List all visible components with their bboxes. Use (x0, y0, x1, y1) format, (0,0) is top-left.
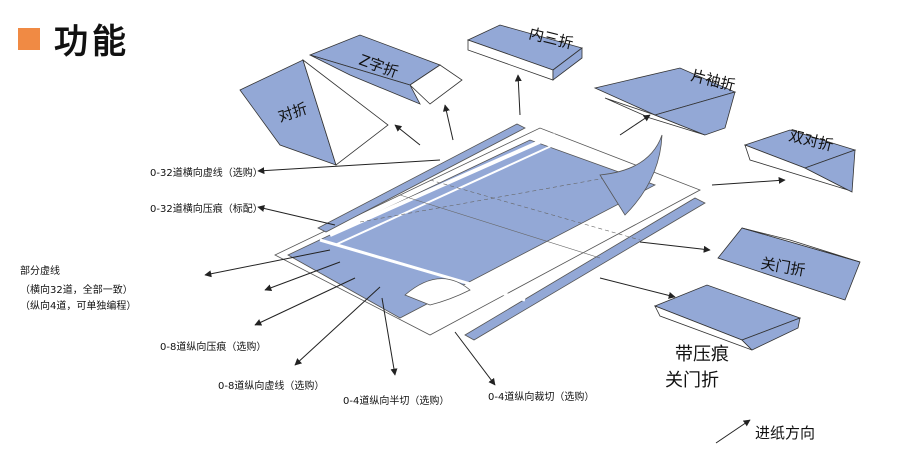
fold-sleeve (593, 67, 737, 136)
label-partial-dashed: 部分虚线 (20, 264, 60, 277)
fold-creased-gate (653, 284, 802, 351)
fold-inner-tri (466, 24, 583, 81)
label-longitudinal-crease: 0-8道纵向压痕（选购） (160, 340, 266, 353)
main-sheet (274, 123, 706, 341)
arrows (204, 74, 786, 444)
label-transverse-crease: 0-32道横向压痕（标配） (150, 202, 263, 215)
fold-half (239, 58, 389, 166)
label-partial-dashed-transverse: （横向32道，全部一致） (20, 283, 133, 296)
label-longitudinal-dashed: 0-8道纵向虚线（选购） (218, 379, 324, 392)
label-partial-dashed-longitudinal: （纵向4道，可单独编程） (20, 299, 136, 312)
label-longitudinal-slit: 0-4道纵向裁切（选购） (488, 390, 594, 403)
fold-gate (717, 227, 861, 301)
fold-double-half (743, 129, 857, 193)
title-bullet-square (18, 27, 40, 50)
label-creased-gate-fold-line2: 关门折 (665, 370, 719, 391)
label-half-cut: 0-4道纵向半切（选购） (343, 394, 449, 407)
page-title: 功能 (54, 22, 130, 62)
title-block: 功能 (18, 14, 130, 63)
label-feed-direction: 进纸方向 (755, 424, 815, 442)
label-creased-gate-fold-line1: 带压痕 (675, 344, 729, 365)
label-transverse-dashed: 0-32道横向虚线（选购） (150, 166, 263, 179)
fold-z (308, 34, 463, 105)
